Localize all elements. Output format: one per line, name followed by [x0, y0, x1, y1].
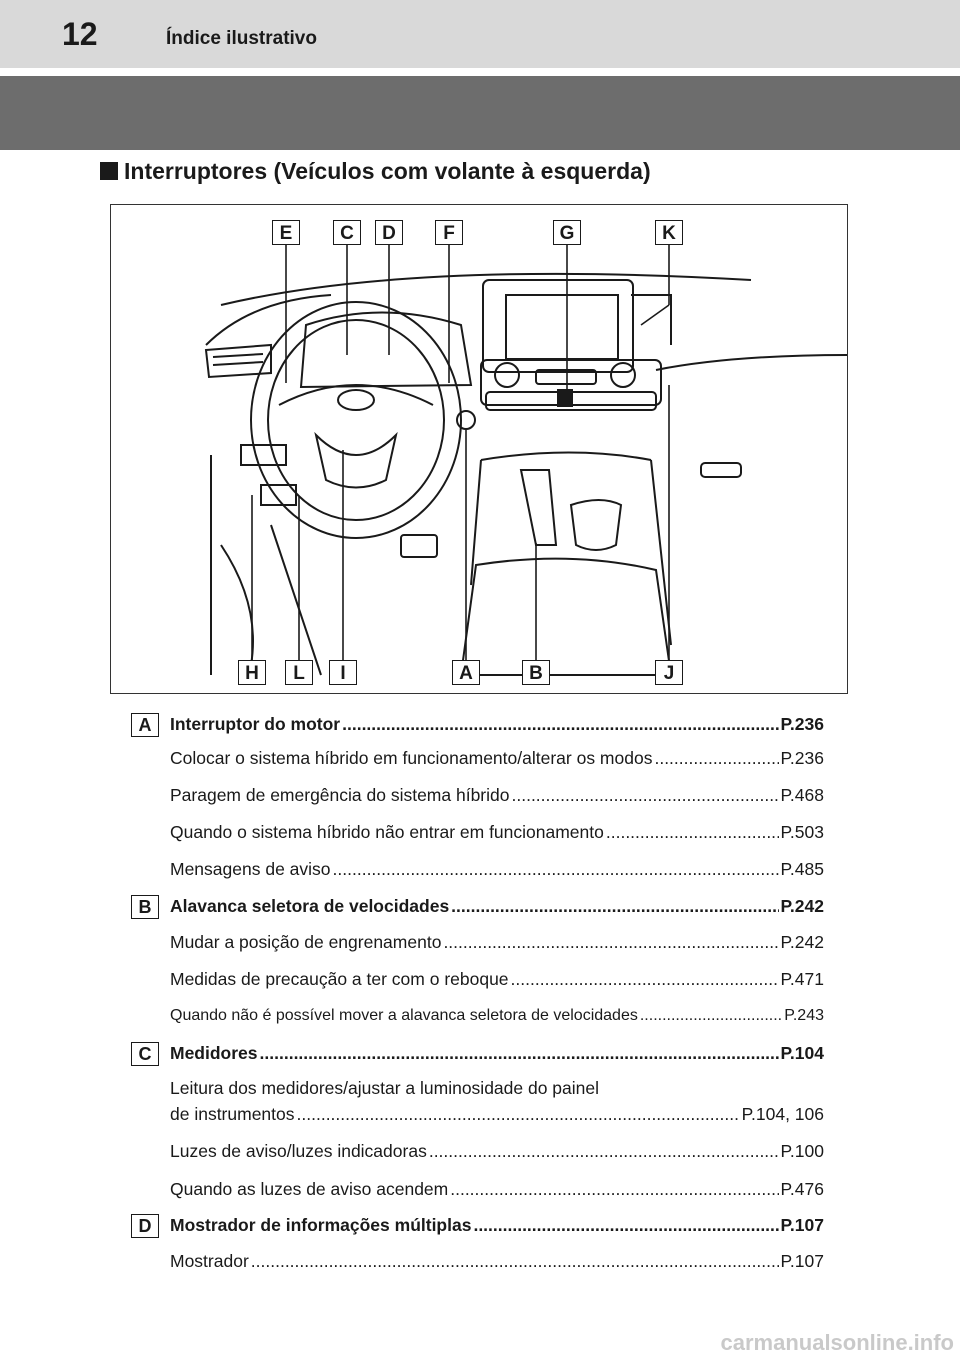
- callout-L: L: [285, 660, 313, 685]
- index-entry: Interruptor do motorP.236: [170, 713, 824, 735]
- callout-F: F: [435, 220, 463, 245]
- header-band: [0, 76, 960, 150]
- index-entry: Paragem de emergência do sistema híbrido…: [170, 784, 824, 806]
- index-entry: Mostrador de informações múltiplasP.107: [170, 1214, 824, 1236]
- page-number: 12: [62, 16, 98, 52]
- index-entry: Medidas de precaução a ter com o reboque…: [170, 968, 824, 990]
- group-letter-C: C: [131, 1042, 159, 1066]
- group-letter-D: D: [131, 1214, 159, 1238]
- index-entry: MedidoresP.104: [170, 1042, 824, 1064]
- callout-I: I: [329, 660, 357, 685]
- callout-H: H: [238, 660, 266, 685]
- callout-J: J: [655, 660, 683, 685]
- index-entry: Luzes de aviso/luzes indicadorasP.100: [170, 1140, 824, 1162]
- index-entry: Quando as luzes de aviso acendemP.476: [170, 1178, 824, 1200]
- callout-D: D: [375, 220, 403, 245]
- index-entry: Mensagens de avisoP.485: [170, 858, 824, 880]
- section-title: Interruptores (Veículos com volante à es…: [100, 158, 651, 185]
- index-entry: Colocar o sistema híbrido em funcionamen…: [170, 747, 824, 769]
- callout-C: C: [333, 220, 361, 245]
- header-bar: [0, 0, 960, 68]
- index-entry: Mudar a posição de engrenamentoP.242: [170, 931, 824, 953]
- index-entry: Alavanca seletora de velocidadesP.242: [170, 895, 824, 917]
- callout-E: E: [272, 220, 300, 245]
- group-letter-A: A: [131, 713, 159, 737]
- callout-A: A: [452, 660, 480, 685]
- callout-G: G: [553, 220, 581, 245]
- section-title-text: Interruptores (Veículos com volante à es…: [124, 158, 651, 184]
- watermark: carmanualsonline.info: [720, 1330, 955, 1355]
- index-entry: MostradorP.107: [170, 1250, 824, 1272]
- callout-K: K: [655, 220, 683, 245]
- square-bullet-icon: [100, 162, 118, 180]
- index-entry: Quando o sistema híbrido não entrar em f…: [170, 821, 824, 843]
- group-letter-B: B: [131, 895, 159, 919]
- callout-B: B: [522, 660, 550, 685]
- index-entry: Quando não é possível mover a alavanca s…: [170, 1005, 824, 1027]
- dashboard-drawing: [204, 245, 847, 676]
- dashboard-illustration: E C D F G K H L I A B J: [110, 204, 848, 694]
- page-title: Índice ilustrativo: [166, 28, 317, 49]
- index-entry: Leitura dos medidores/ajustar a luminosi…: [170, 1077, 824, 1125]
